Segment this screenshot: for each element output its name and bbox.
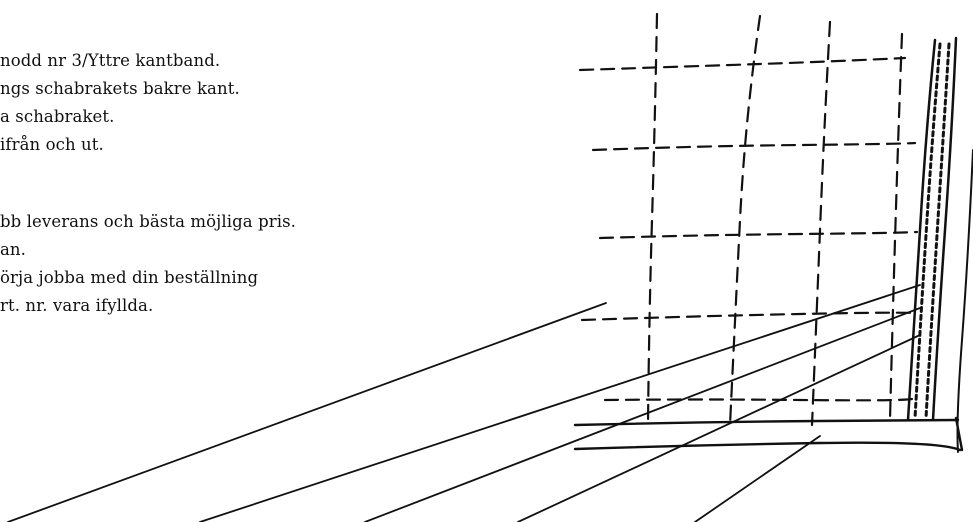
instruction-line-1: nodd nr 3/Yttre kantband. xyxy=(0,51,221,70)
leader-line-1 xyxy=(7,302,607,522)
band-braid-left xyxy=(913,42,942,420)
band-right-edge xyxy=(931,36,958,422)
instruction-line-4: ifrån och ut. xyxy=(0,135,104,154)
grid-row-4 xyxy=(580,311,917,322)
band-left-edge xyxy=(906,38,937,422)
instruction-line-5: bb leverans och bästa möjliga pris. xyxy=(0,212,297,231)
bottom-edge xyxy=(573,416,964,452)
grid-row-1 xyxy=(578,56,907,72)
instruction-line-3: a schabraket. xyxy=(0,107,115,126)
outer-edge-band xyxy=(906,36,973,453)
instruction-line-8: rt. nr. vara ifyllda. xyxy=(0,296,154,315)
bottom-edge-bottom xyxy=(573,441,962,452)
band-outer-line xyxy=(956,149,973,453)
bottom-edge-top xyxy=(573,418,960,427)
grid-col-2 xyxy=(728,14,762,427)
instruction-line-7: örja jobba med din beställning xyxy=(0,268,259,287)
leader-line-5 xyxy=(694,435,821,522)
quilting-grid-horizontal xyxy=(578,56,919,402)
grid-col-3 xyxy=(810,20,832,427)
instruction-line-6: an. xyxy=(0,240,27,259)
grid-row-5 xyxy=(603,397,914,402)
instruction-line-2: ngs schabrakets bakre kant. xyxy=(0,79,240,98)
grid-row-3 xyxy=(598,230,919,240)
grid-row-2 xyxy=(591,141,917,152)
leader-line-3 xyxy=(364,307,921,522)
bottom-edge-corner xyxy=(954,416,964,452)
leader-line-2 xyxy=(199,284,921,522)
grid-col-1 xyxy=(646,12,659,427)
leader-line-4 xyxy=(517,334,921,522)
leader-lines xyxy=(7,284,921,522)
band-braid-right xyxy=(924,42,951,420)
quilting-grid-vertical xyxy=(646,12,904,427)
grid-col-4 xyxy=(888,32,904,422)
